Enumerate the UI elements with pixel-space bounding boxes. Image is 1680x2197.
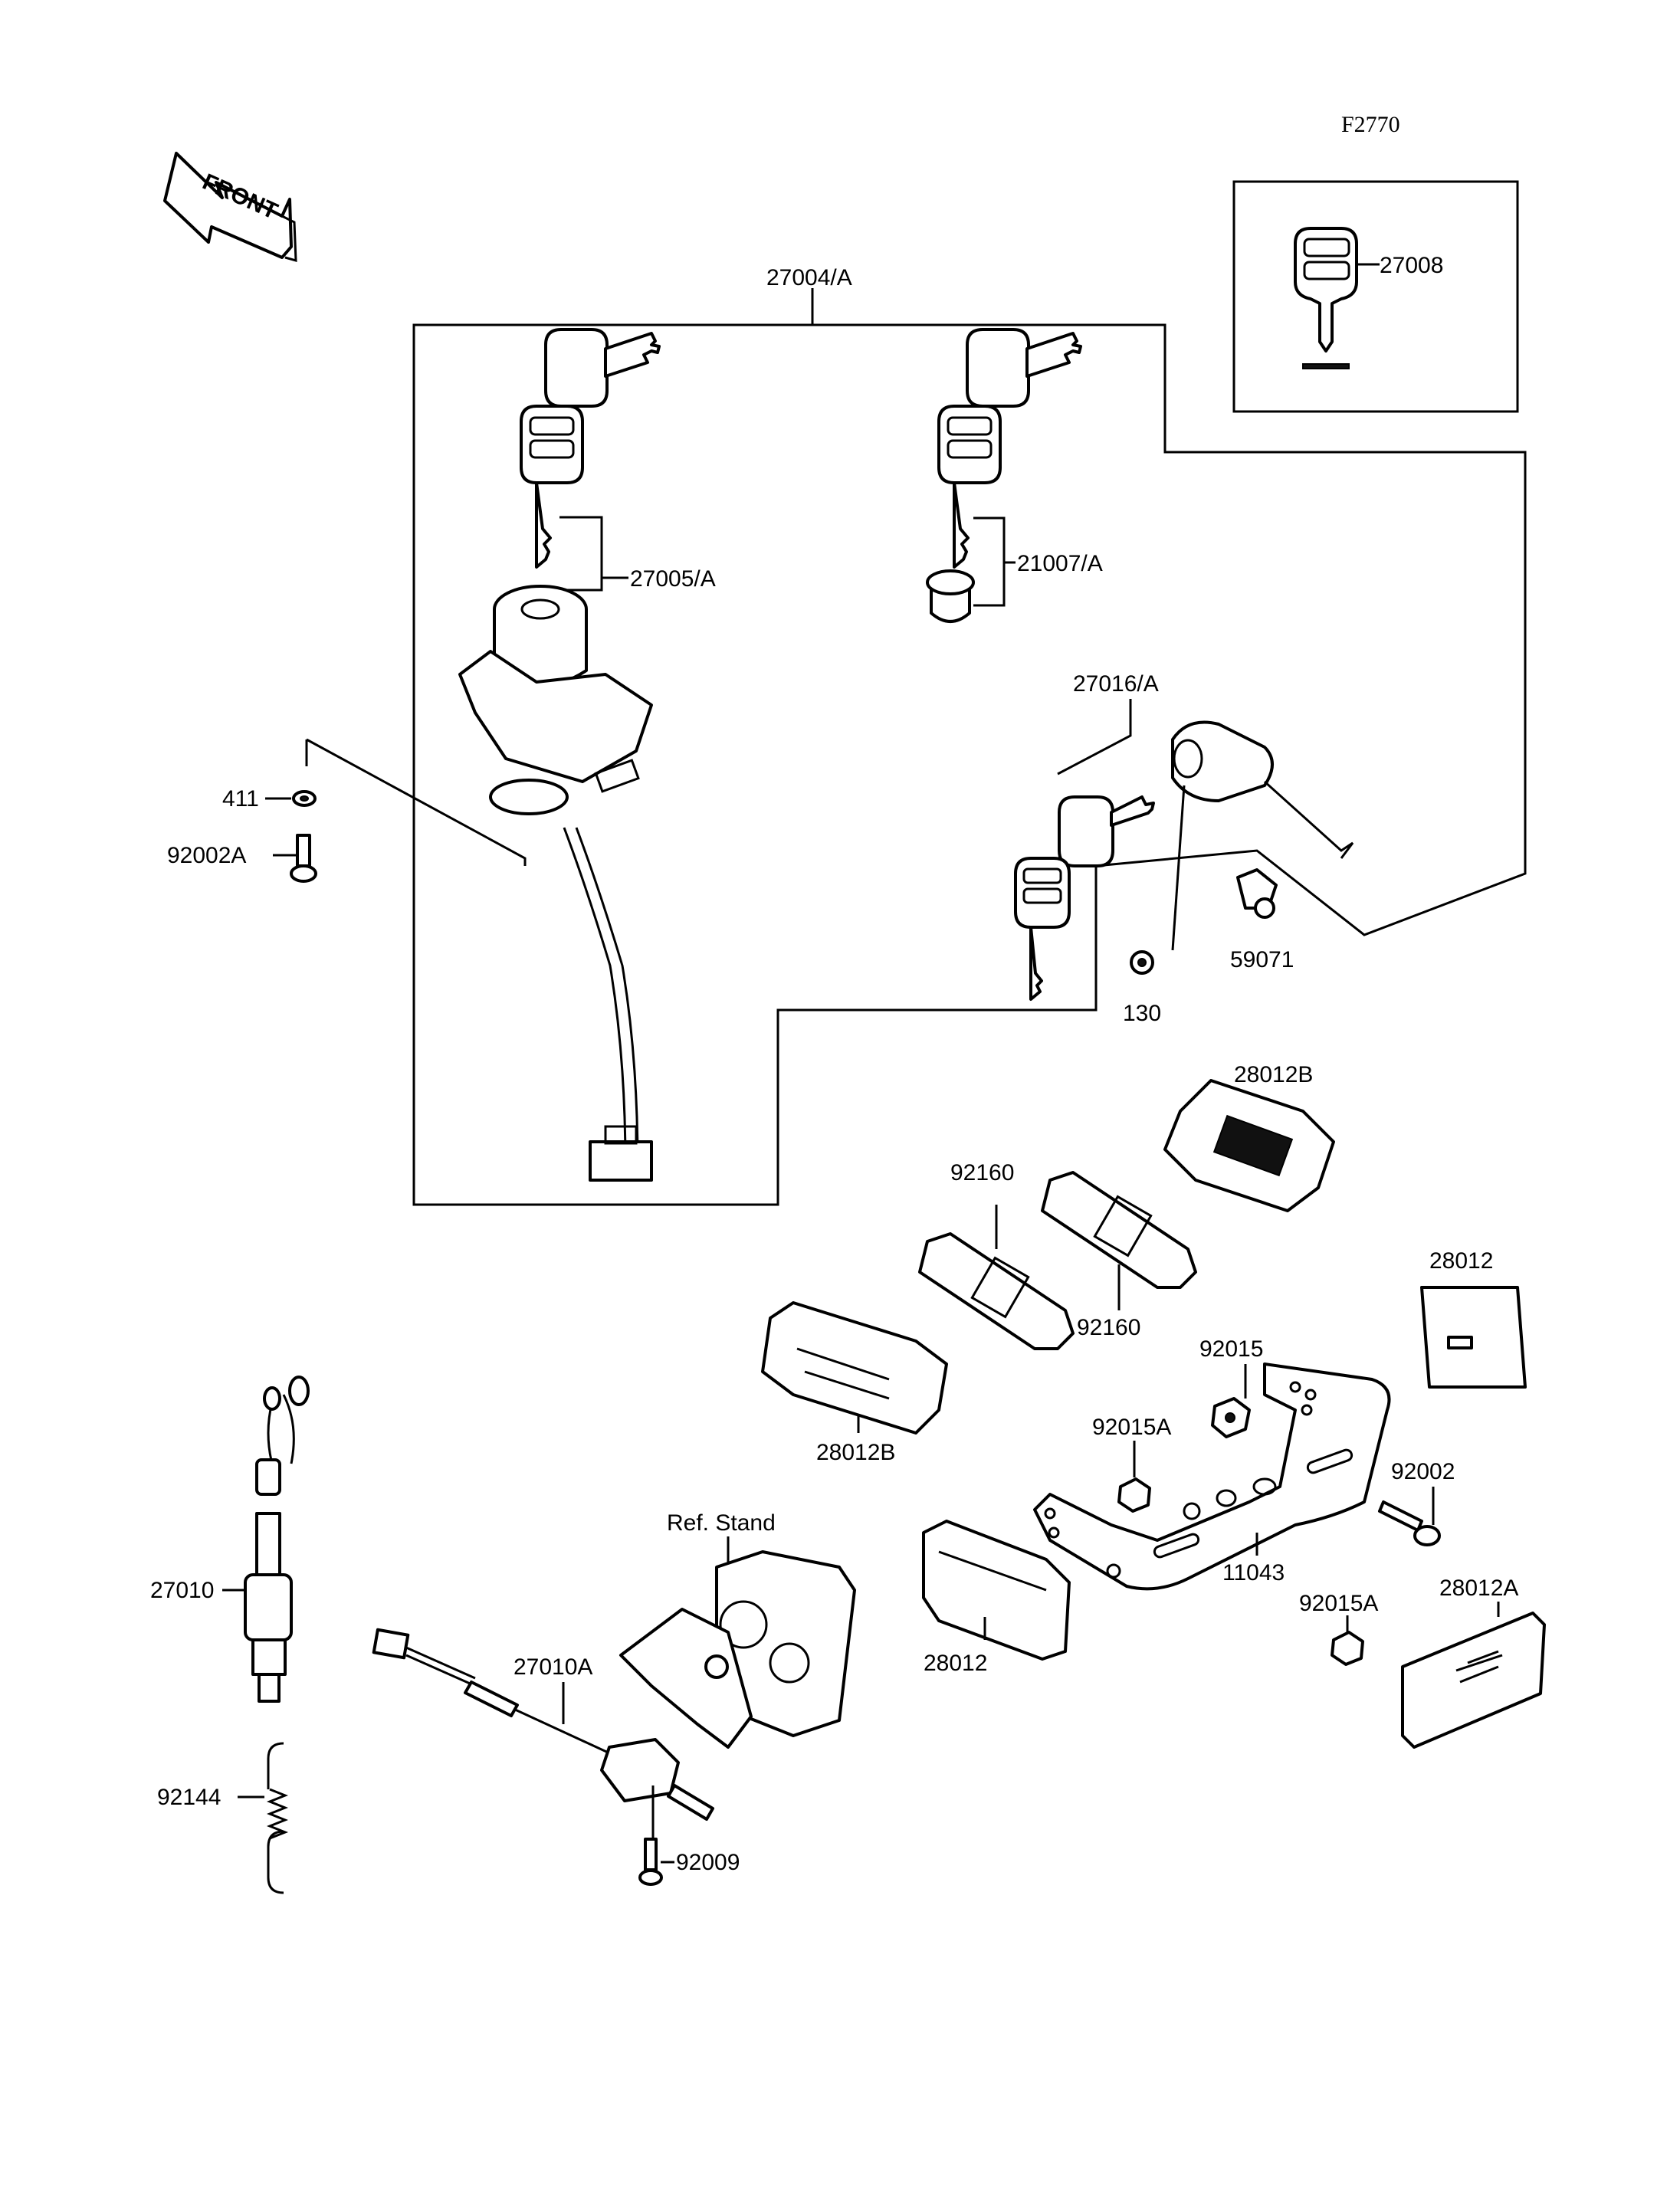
label-411: 411 (222, 786, 259, 812)
label-21007A: 21007/A (1017, 551, 1103, 576)
nut-92015-icon (1211, 1397, 1251, 1438)
label-59071: 59071 (1230, 947, 1294, 972)
label-28012B-top: 28012B (1234, 1062, 1313, 1087)
label-27016A: 27016/A (1073, 671, 1159, 697)
label-92015A-a: 92015A (1092, 1415, 1171, 1440)
reflector-28012B-bottom-icon (761, 1301, 948, 1435)
lock-27016A-icon (1014, 720, 1354, 1001)
leader-411-to-switch (306, 738, 527, 866)
reflector-28012B-top-icon (1163, 1079, 1335, 1212)
washer-411-icon (292, 790, 317, 807)
leader-130-up (1171, 785, 1186, 951)
label-28012B-bottom: 28012B (816, 1440, 895, 1465)
reflector-28012A-icon (1401, 1612, 1546, 1749)
key-pair-21007A-icon (926, 328, 1082, 623)
label-92002: 92002 (1391, 1459, 1455, 1484)
gasket-92160-a-icon (918, 1232, 1075, 1350)
label-27010A: 27010A (514, 1654, 592, 1680)
label-11043: 11043 (1222, 1560, 1285, 1585)
label-28012-right: 28012 (1429, 1248, 1493, 1274)
clip-59071-icon (1236, 868, 1278, 919)
nut-92015A-b-icon (1331, 1631, 1364, 1666)
label-92009: 92009 (676, 1850, 740, 1875)
label-27010: 27010 (150, 1578, 214, 1603)
label-92144: 92144 (157, 1785, 221, 1810)
label-92002A: 92002A (167, 843, 246, 868)
label-27008: 27008 (1380, 253, 1443, 278)
leader-27016A (1057, 699, 1132, 776)
screw-130-icon (1130, 950, 1154, 975)
bolt-92002A-icon (290, 834, 317, 883)
label-92160-a: 92160 (950, 1160, 1014, 1185)
label-ref-stand: Ref. Stand (667, 1510, 776, 1536)
label-28012-bottom: 28012 (924, 1651, 987, 1676)
gasket-92160-b-icon (1041, 1171, 1197, 1289)
key-27008-icon (1294, 227, 1358, 369)
assembly-outline-27004A (412, 323, 1527, 1206)
bracket-27005A (559, 516, 603, 592)
ignition-switch-icon (458, 585, 653, 1182)
bracket-21007A (973, 516, 1006, 607)
inset-box-27008 (1232, 180, 1519, 413)
bolt-92009-icon (638, 1838, 663, 1886)
bolt-92002-icon (1378, 1500, 1441, 1546)
nut-92015A-a-icon (1117, 1477, 1151, 1513)
stand-bracket-icon (619, 1550, 856, 1749)
switch-27010-icon (244, 1376, 310, 1703)
reflector-28012-right-icon (1420, 1286, 1527, 1389)
front-arrow-icon: FRONT (163, 152, 297, 263)
label-27005A: 27005/A (630, 566, 716, 592)
spring-92144-icon (266, 1742, 289, 1894)
label-92015: 92015 (1199, 1336, 1263, 1362)
label-92160-b: 92160 (1077, 1315, 1140, 1340)
label-27004A: 27004/A (766, 265, 852, 290)
bracket-11043-icon (1033, 1362, 1391, 1591)
label-130: 130 (1123, 1001, 1161, 1026)
key-pair-27005A-icon (520, 328, 661, 569)
label-28012A: 28012A (1439, 1576, 1518, 1601)
label-92015A-b: 92015A (1299, 1591, 1378, 1616)
switch-27010A-icon (372, 1628, 714, 1821)
figure-code: F2770 (1341, 112, 1400, 137)
reflector-28012-bottom-icon (922, 1520, 1071, 1661)
